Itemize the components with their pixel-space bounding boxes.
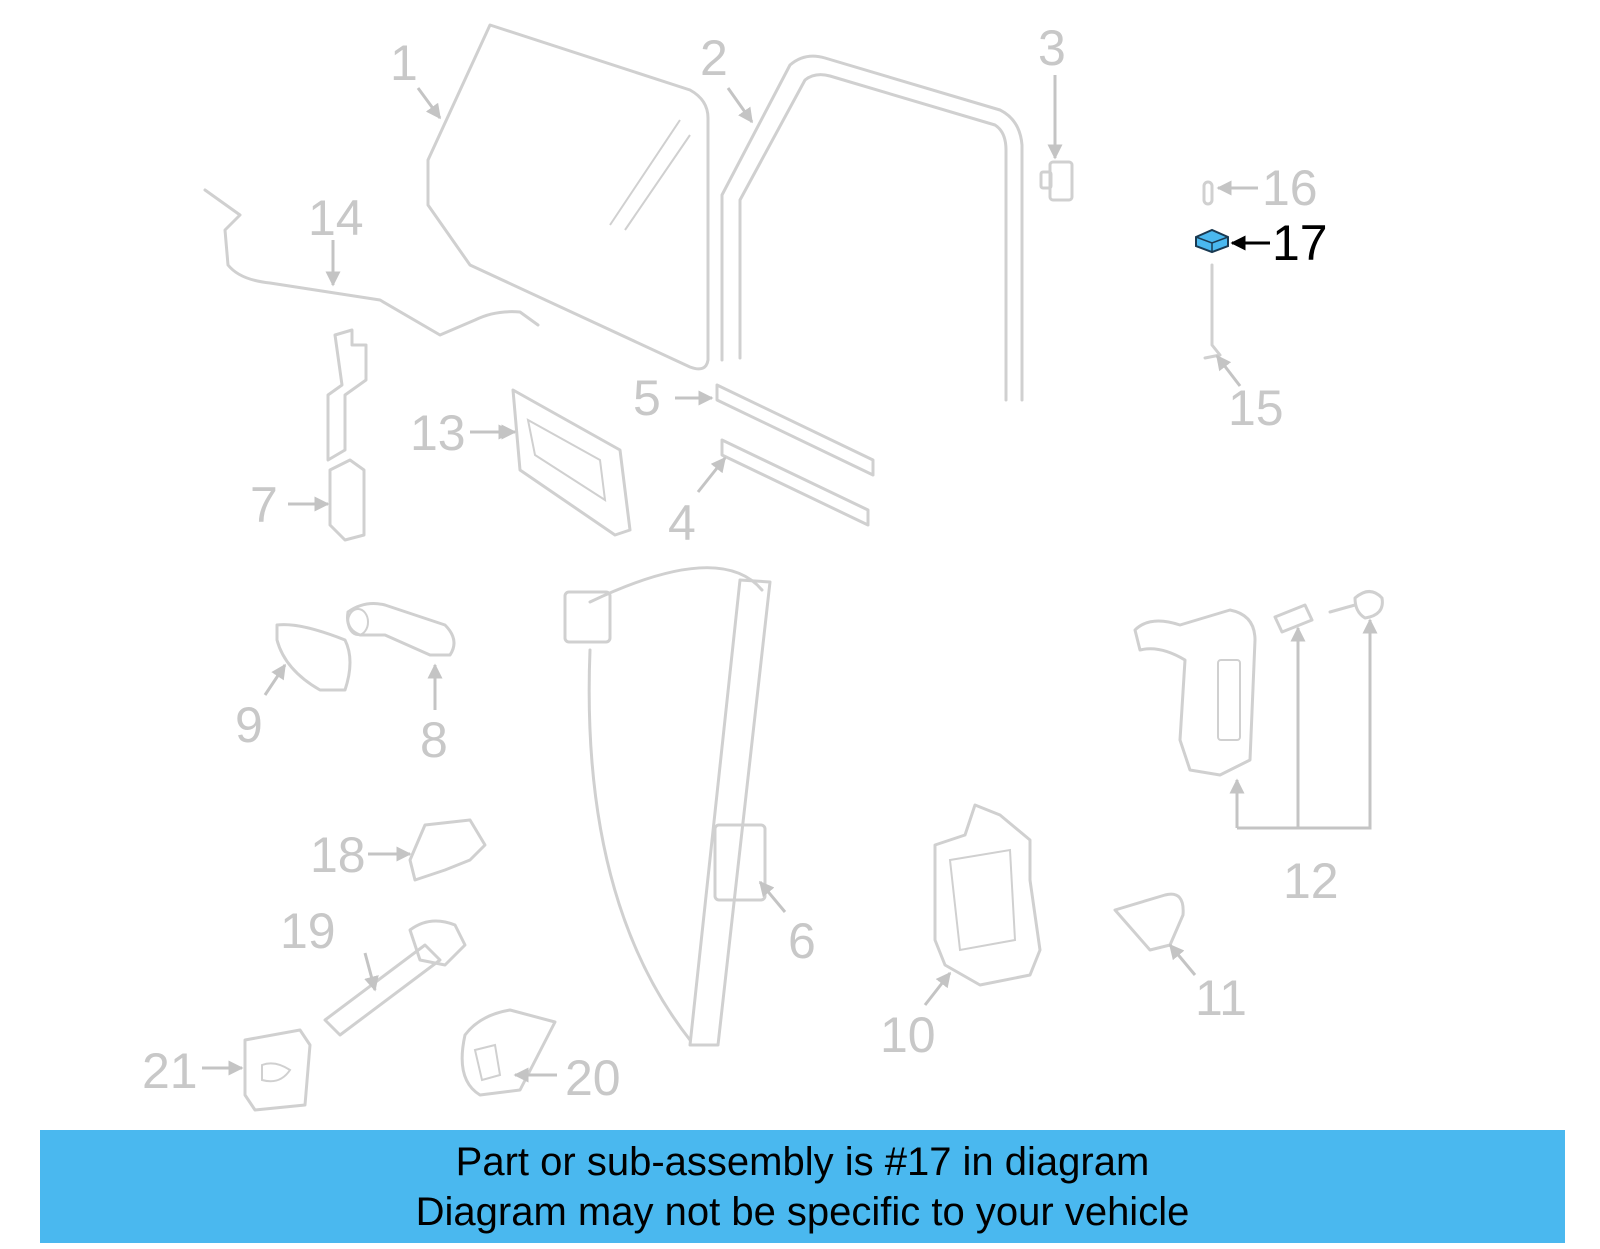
- part-8-outside-handle[interactable]: [346, 602, 456, 657]
- info-banner: Part or sub-assembly is #17 in diagram D…: [40, 1130, 1565, 1243]
- banner-line-1: Part or sub-assembly is #17 in diagram: [455, 1139, 1150, 1184]
- callout-5: 5: [633, 370, 661, 426]
- callout-1: 1: [390, 35, 418, 91]
- part-13-handle-bezel[interactable]: [511, 388, 632, 537]
- leader-lines: [202, 75, 1378, 1083]
- callout-18: 18: [310, 827, 366, 883]
- callout-16: 16: [1262, 160, 1318, 216]
- part-12-lock-assembly[interactable]: [1133, 590, 1384, 777]
- part-3-clip[interactable]: [1039, 160, 1074, 202]
- callout-10: 10: [880, 1007, 936, 1063]
- part-6-window-regulator[interactable]: [563, 566, 772, 1047]
- callout-12: 12: [1283, 853, 1339, 909]
- part-4-inner-belt-strip[interactable]: [720, 438, 870, 527]
- callout-14: 14: [308, 190, 364, 246]
- callout-21: 21: [142, 1043, 198, 1099]
- part-7-hinge[interactable]: [326, 328, 368, 542]
- part-20-lock-cover[interactable]: [460, 1008, 557, 1097]
- part-14-rod[interactable]: [203, 188, 540, 337]
- part-9-handle-cover[interactable]: [275, 623, 352, 692]
- callout-8: 8: [420, 712, 448, 768]
- banner-line-2: Diagram may not be specific to your vehi…: [415, 1189, 1190, 1234]
- part-2-run-channel[interactable]: [720, 54, 1024, 402]
- part-15-lock-rod[interactable]: [1203, 263, 1222, 360]
- callout-4: 4: [668, 495, 696, 551]
- part-10-door-latch[interactable]: [933, 803, 1042, 987]
- parts-diagram: 1 2 3 4 5 6 7 8 9 10 11 12 13 14 15 16 1…: [142, 20, 1384, 1112]
- callout-9: 9: [235, 697, 263, 753]
- callout-labels: 1 2 3 4 5 6 7 8 9 10 11 12 13 14 15 16 1…: [142, 20, 1339, 1106]
- callout-11: 11: [1195, 970, 1247, 1026]
- callout-6: 6: [788, 913, 816, 969]
- callout-7: 7: [250, 477, 278, 533]
- part-19-door-check[interactable]: [323, 919, 467, 1037]
- callout-19: 19: [280, 903, 336, 959]
- callout-13: 13: [410, 405, 466, 461]
- part-16-clip[interactable]: [1202, 180, 1214, 206]
- part-1-door-glass[interactable]: [426, 23, 710, 371]
- part-5-outer-belt-strip[interactable]: [715, 383, 875, 477]
- part-11-striker[interactable]: [1113, 892, 1185, 952]
- callout-17: 17: [1272, 215, 1328, 271]
- part-17-highlighted[interactable]: [1195, 228, 1229, 254]
- callout-3: 3: [1038, 20, 1066, 76]
- part-18-check-bracket[interactable]: [408, 818, 487, 882]
- part-21-striker-plate[interactable]: [243, 1028, 312, 1112]
- callout-15: 15: [1228, 380, 1284, 436]
- callout-20: 20: [565, 1050, 621, 1106]
- callout-2: 2: [700, 30, 728, 86]
